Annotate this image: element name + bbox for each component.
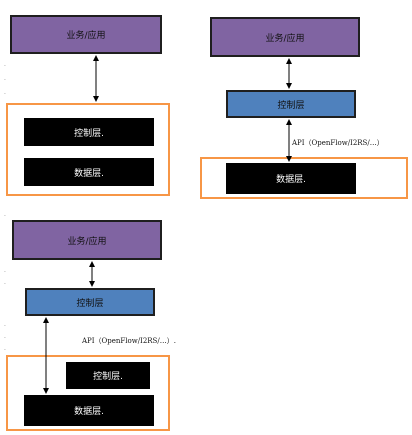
diagram1-control-layer-box: 控制层. bbox=[24, 118, 154, 146]
diagram3-control-layer-box: 控制层 bbox=[25, 288, 155, 316]
diagram3-control-layer-inner-label: 控制层. bbox=[93, 372, 123, 382]
diagram3-control-layer-inner-box: 控制层. bbox=[66, 362, 150, 389]
paragraph-mark: . bbox=[4, 61, 6, 68]
paragraph-mark: . bbox=[4, 75, 6, 82]
diagram1-infrastructure-frame bbox=[6, 103, 170, 196]
paragraph-mark: . bbox=[4, 321, 6, 328]
paragraph-mark: . bbox=[4, 345, 6, 352]
diagram3-infrastructure-frame bbox=[6, 355, 170, 431]
diagram3-business-app-box: 业务/应用 bbox=[12, 220, 162, 260]
diagram2-data-layer-box: 数据层. bbox=[226, 163, 356, 194]
paragraph-mark: . bbox=[4, 211, 6, 218]
diagram3-data-layer-label: 数据层. bbox=[74, 407, 104, 417]
diagram2-control-layer-label: 控制层 bbox=[277, 100, 305, 111]
diagram3-data-layer-box: 数据层. bbox=[24, 395, 154, 426]
diagram3-business-app-label: 业务/应用 bbox=[67, 236, 107, 247]
paragraph-mark: . bbox=[4, 333, 6, 340]
diagram2-data-layer-label: 数据层. bbox=[276, 175, 306, 185]
diagram1-data-layer-box: 数据层. bbox=[24, 158, 154, 186]
diagram2-api-label: API（OpenFlow/I2RS/…） bbox=[292, 139, 384, 147]
diagram1-control-layer-label: 控制层. bbox=[74, 128, 104, 139]
diagram3-control-layer-label: 控制层 bbox=[76, 298, 104, 309]
diagram1-data-layer-label: 数据层. bbox=[74, 168, 104, 179]
diagram1-business-app-box: 业务/应用 bbox=[10, 15, 162, 54]
paragraph-mark: . bbox=[4, 279, 6, 286]
paragraph-mark: . bbox=[4, 267, 6, 274]
diagram2-infrastructure-frame bbox=[200, 157, 408, 199]
diagram2-control-layer-box: 控制层 bbox=[226, 90, 356, 118]
diagram3-api-label: API（OpenFlow/I2RS/…）. bbox=[82, 337, 176, 345]
diagram2-business-app-label: 业务/应用 bbox=[265, 33, 305, 44]
diagram2-business-app-box: 业务/应用 bbox=[210, 17, 360, 57]
diagram1-business-app-label: 业务/应用 bbox=[66, 31, 106, 41]
paragraph-mark: . bbox=[4, 89, 6, 96]
